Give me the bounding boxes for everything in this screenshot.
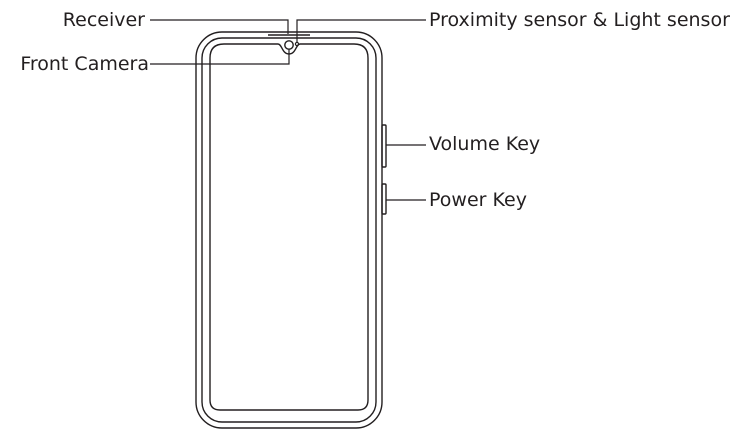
front-camera-leader-line bbox=[150, 49, 290, 65]
volume-key-label: Volume Key bbox=[429, 133, 541, 155]
receiver-label: Receiver bbox=[62, 9, 145, 31]
proximity-light-sensor-dot bbox=[294, 41, 300, 47]
phone-display bbox=[209, 43, 369, 411]
power-key bbox=[381, 183, 387, 215]
proximity-light-sensor-label: Proximity sensor & Light sensor bbox=[429, 9, 730, 31]
receiver-leader-line bbox=[150, 19, 289, 34]
front-camera-label: Front Camera bbox=[20, 53, 149, 75]
volume-key bbox=[381, 124, 387, 168]
proximity-sensor-leader-line bbox=[296, 19, 426, 42]
phone-outer-body bbox=[195, 31, 383, 429]
front-camera-lens bbox=[284, 40, 294, 50]
phone-inner-bezel bbox=[201, 37, 377, 423]
power-key-label: Power Key bbox=[429, 189, 527, 211]
